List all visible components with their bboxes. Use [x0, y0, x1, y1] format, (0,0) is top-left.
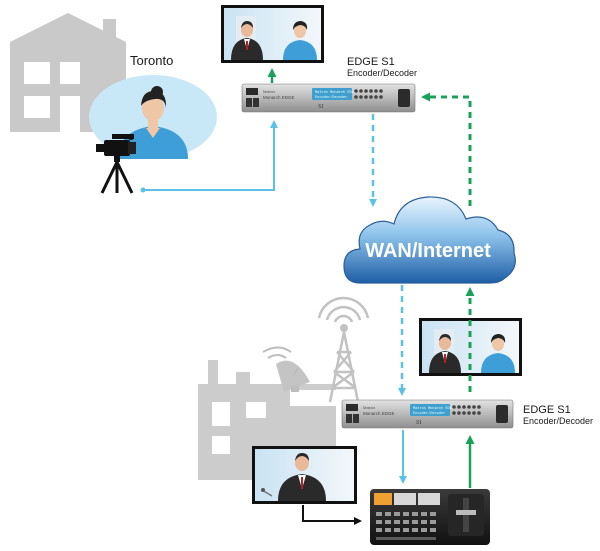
local-monitor-to-switcher-arrow	[302, 505, 362, 525]
top-display-line1: Matrox Monarch EDGE	[315, 90, 356, 95]
broadcast-facility-icon	[198, 360, 336, 480]
top-display-line2: Encoder/Decoder	[315, 95, 347, 100]
local-program-monitor	[252, 446, 357, 504]
wan-internet-cloud: WAN/Internet	[343, 196, 516, 284]
bottom-device-name: EDGE S1	[523, 404, 571, 416]
bottom-device-label: EDGE S1 Encoder/Decoder	[523, 404, 593, 427]
bottom-edge-s1-device: Matrox Monarch EDGE Matrox Monarch EDGE …	[341, 399, 514, 429]
return-arrow-top	[421, 92, 472, 206]
bottom-display-line1: Matrox Monarch EDGE	[413, 406, 454, 411]
camera-feed-arrow	[143, 120, 278, 191]
top-device-label: EDGE S1 Encoder/Decoder	[347, 56, 417, 79]
wan-internet-label: WAN/Internet	[365, 240, 491, 262]
top-device-buttons	[354, 89, 383, 99]
bottom-display-line2: Encoder/Decoder	[413, 411, 445, 416]
top-edge-s1-device: Matrox Monarch EDGE Matrox Monarch EDGE …	[241, 83, 416, 113]
bottom-faceplate-model: Monarch EDGE	[363, 411, 395, 416]
top-faceplate-brand: Matrox	[263, 89, 275, 94]
location-label-toronto: Toronto	[130, 53, 174, 68]
top-monitor-two-shot	[221, 5, 324, 63]
camera-feed-dot	[140, 187, 146, 193]
video-camera-icon	[96, 134, 136, 194]
production-switcher	[370, 489, 490, 545]
bottom-s1-badge-icon: S1	[416, 420, 422, 426]
bottom-device-buttons	[452, 405, 481, 415]
top-s1-badge-icon: S1	[318, 104, 324, 110]
bottom-device-role: Encoder/Decoder	[523, 416, 594, 426]
top-device-name: EDGE S1	[347, 56, 395, 68]
broadcast-tower-icon	[317, 296, 370, 403]
satellite-dish-icon	[262, 346, 310, 392]
top-device-role: Encoder/Decoder	[347, 68, 418, 78]
bottom-faceplate-brand: Matrox	[363, 405, 375, 410]
top-faceplate-model: Monarch EDGE	[263, 95, 295, 100]
